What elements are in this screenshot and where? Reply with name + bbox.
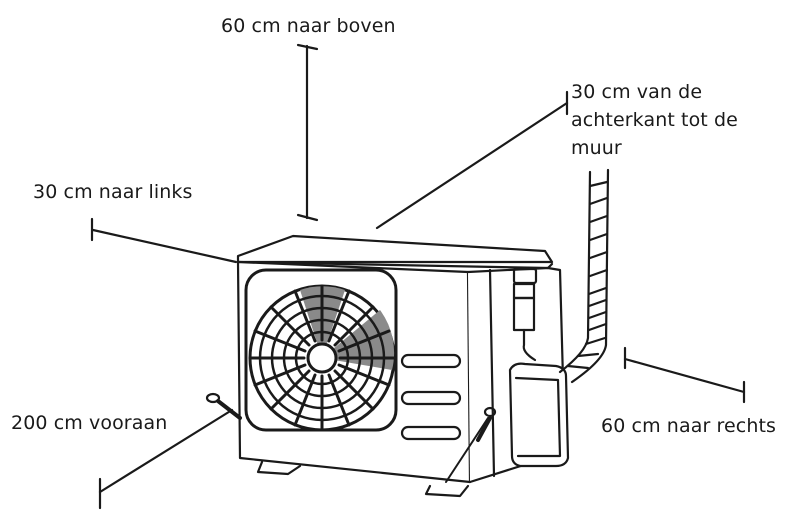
fan-grille <box>248 284 396 432</box>
back-clearance-label-line3: muur <box>571 137 622 159</box>
service-valves <box>512 267 538 362</box>
left-clearance-label: 30 cm naar links <box>33 181 193 203</box>
pipe-cover <box>508 362 570 468</box>
insulated-pipe <box>558 168 610 384</box>
screw-front-left <box>205 392 242 420</box>
back-clearance-label-line1: 30 cm van de <box>571 81 703 103</box>
front-clearance-line <box>98 408 234 510</box>
right-clearance-line <box>623 346 746 404</box>
back-clearance-label-line2: achterkant tot de <box>571 109 738 131</box>
top-clearance-bracket <box>296 43 319 222</box>
top-clearance-label: 60 cm naar boven <box>221 15 396 37</box>
right-clearance-label: 60 cm naar rechts <box>601 415 777 437</box>
back-clearance-line <box>375 90 569 230</box>
screw-front-right <box>445 406 497 483</box>
left-clearance-line <box>90 217 238 264</box>
front-clearance-label: 200 cm vooraan <box>11 412 168 434</box>
